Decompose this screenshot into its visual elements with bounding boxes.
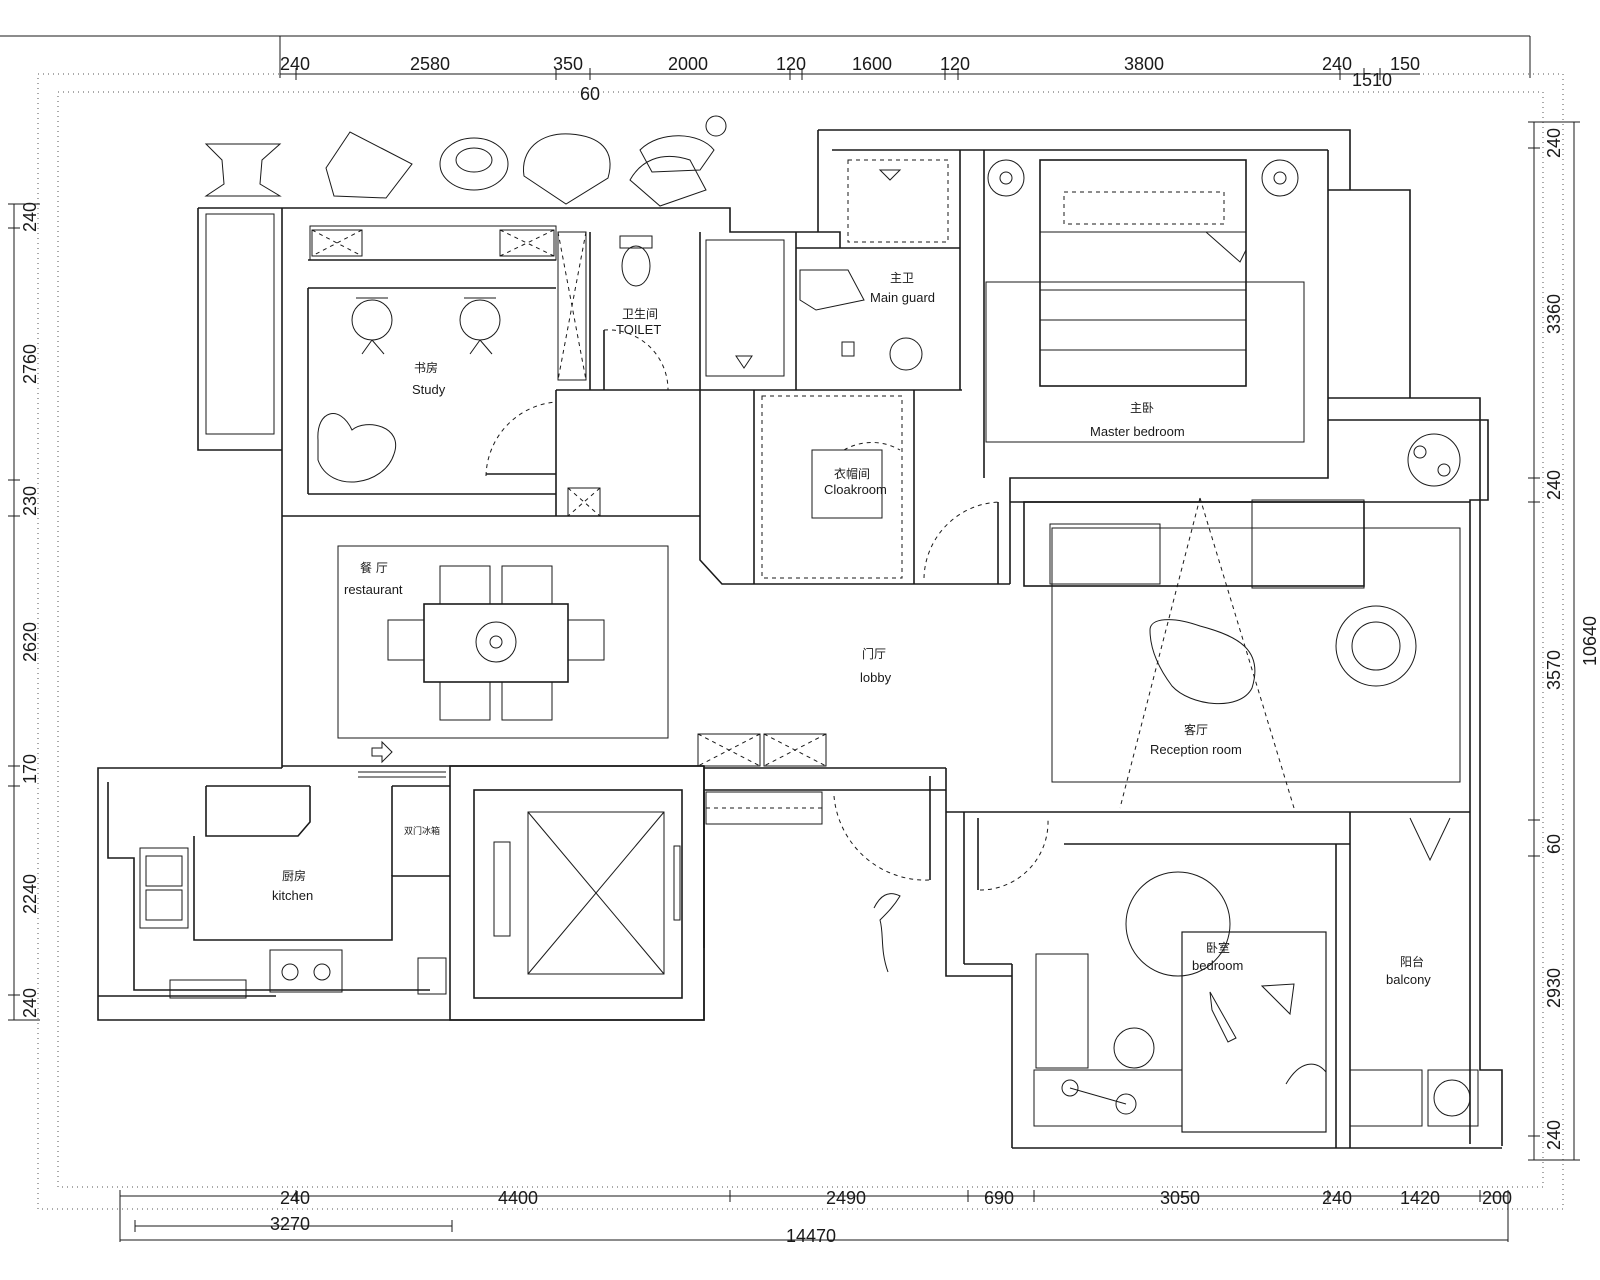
- label-lobby-cn: 门厅: [862, 646, 886, 661]
- dim-top-6: 1600: [852, 54, 892, 74]
- sofa: [1023, 499, 1365, 589]
- dim-left-2: 2760: [20, 344, 40, 384]
- dimension-top: 240 2580 350 2000 120 1600 120 3800 240 …: [0, 35, 1531, 104]
- study-chair-1: [351, 297, 393, 355]
- dim-right-3: 240: [1544, 470, 1564, 500]
- dim-top-2: 2580: [410, 54, 450, 74]
- label-main-guard-cn: 主卫: [890, 271, 914, 285]
- label-master-en: Master bedroom: [1090, 424, 1185, 439]
- label-bedroom-cn: 卧室: [1206, 940, 1230, 955]
- dim-bottom-5: 3050: [1160, 1188, 1200, 1208]
- dim-bottom-1: 240: [280, 1188, 310, 1208]
- label-cloakroom-cn: 衣帽间: [834, 466, 870, 481]
- label-main-guard-en: Main guard: [870, 290, 935, 305]
- frame: [37, 73, 1564, 1210]
- dim-top-extra-1: 60: [580, 84, 600, 104]
- dim-right-total: 10640: [1580, 616, 1600, 666]
- dim-left-1: 240: [20, 202, 40, 232]
- dim-right-6: 2930: [1544, 968, 1564, 1008]
- label-lobby-en: lobby: [860, 670, 892, 685]
- dim-bottom-6: 240: [1322, 1188, 1352, 1208]
- dimension-bottom: 240 4400 2490 690 3050 240 1420 200 3270…: [119, 1188, 1512, 1246]
- dim-bottom-3: 2490: [826, 1188, 866, 1208]
- dim-right-1: 240: [1544, 128, 1564, 158]
- label-study-en: Study: [412, 382, 446, 397]
- dim-bottom-4: 690: [984, 1188, 1014, 1208]
- dim-right-7: 240: [1544, 1120, 1564, 1150]
- label-balcony-en: balcony: [1386, 972, 1431, 987]
- label-cloakroom-en: Cloakroom: [824, 482, 887, 497]
- dim-top-7: 120: [940, 54, 970, 74]
- label-toilet-cn: 卫生间: [622, 307, 658, 321]
- label-master-cn: 主卧: [1130, 401, 1154, 415]
- room-labels: 书房 Study 卫生间 TOILET 主卫 Main guard 主卧 Mas…: [272, 271, 1431, 987]
- dim-top-9: 240: [1322, 54, 1352, 74]
- dimension-right: 240 3360 240 3570 60 2930 240 10640: [1528, 121, 1600, 1161]
- dim-top-10: 150: [1390, 54, 1420, 74]
- label-restaurant-en: restaurant: [344, 582, 403, 597]
- label-balcony-cn: 阳台: [1400, 954, 1424, 969]
- partitions: [193, 150, 1470, 1148]
- dim-left-5: 170: [20, 754, 40, 784]
- label-kitchen-cn: 厨房: [282, 868, 306, 883]
- label-study-cn: 书房: [414, 360, 438, 375]
- dim-bottom-7: 1420: [1400, 1188, 1440, 1208]
- dim-left-7: 240: [20, 988, 40, 1018]
- dim-left-3: 230: [20, 486, 40, 516]
- dim-top-5: 120: [776, 54, 806, 74]
- dim-top-extra-2: 1510: [1352, 70, 1392, 90]
- dimension-left: 240 2760 230 2620 170 2240 240: [8, 202, 40, 1021]
- dim-right-5: 60: [1544, 834, 1564, 854]
- dim-bottom-total: 14470: [786, 1226, 836, 1246]
- label-reception-en: Reception room: [1150, 742, 1242, 757]
- label-toilet-en: TOILET: [616, 322, 661, 337]
- dim-right-2: 3360: [1544, 294, 1564, 334]
- furniture: [139, 115, 1479, 1132]
- label-kitchen-en: kitchen: [272, 888, 313, 903]
- dim-bottom-2: 4400: [498, 1188, 538, 1208]
- dim-left-4: 2620: [20, 622, 40, 662]
- master-bed: [1039, 159, 1247, 387]
- label-fridge: 双门冰箱: [404, 825, 440, 837]
- study-chair-2: [459, 297, 501, 355]
- dim-right-4: 3570: [1544, 650, 1564, 690]
- cabinets: [311, 229, 827, 825]
- label-reception-cn: 客厅: [1184, 722, 1208, 737]
- dim-bottom-sub: 3270: [270, 1214, 310, 1234]
- dim-top-1: 240: [280, 54, 310, 74]
- dim-left-6: 2240: [20, 874, 40, 914]
- label-restaurant-cn: 餐 厅: [360, 560, 388, 575]
- dining-table: [387, 565, 605, 721]
- dim-top-8: 3800: [1124, 54, 1164, 74]
- label-bedroom-en: bedroom: [1192, 958, 1243, 973]
- dim-top-4: 2000: [668, 54, 708, 74]
- dim-top-3: 350: [553, 54, 583, 74]
- dim-bottom-8: 200: [1482, 1188, 1512, 1208]
- doors: [485, 329, 1049, 891]
